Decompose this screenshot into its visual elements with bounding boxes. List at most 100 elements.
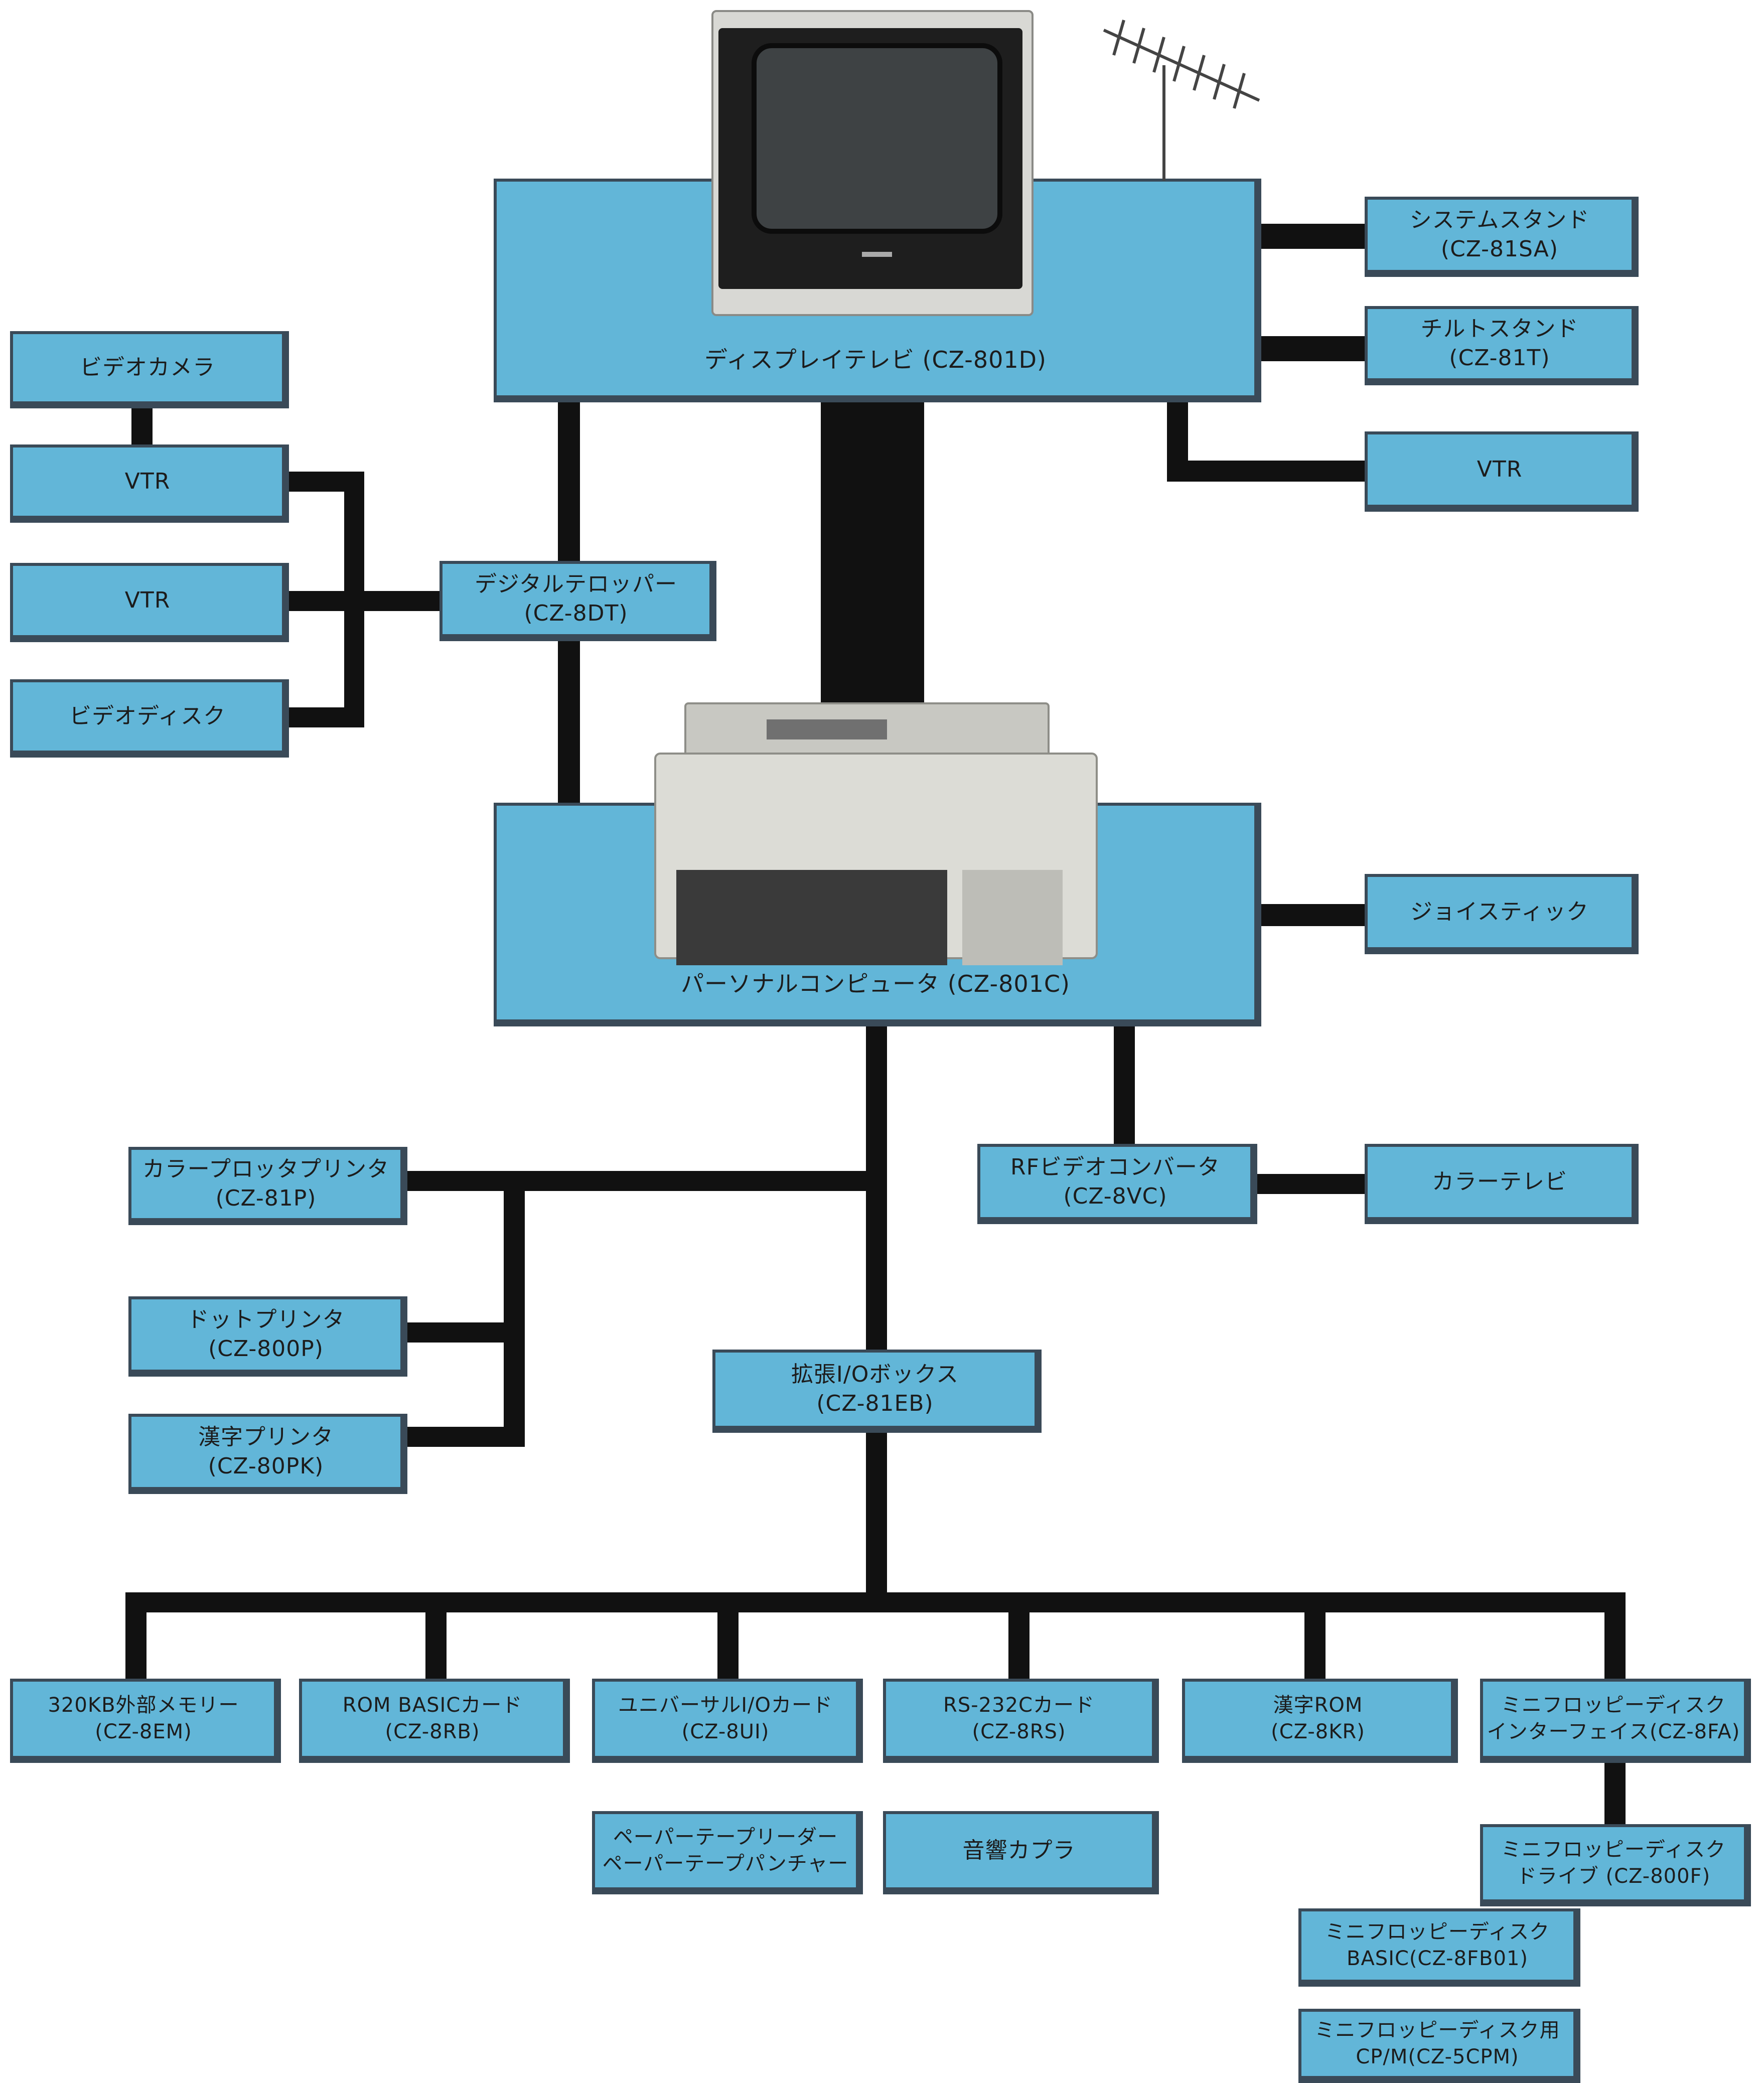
rs232c-box: RS-232Cカード (CZ-8RS) bbox=[883, 1679, 1159, 1763]
fd-cpm-name: ミニフロッピーディスク用 bbox=[1314, 2019, 1560, 2042]
universal-io-name: ユニバーサルI/Oカード bbox=[618, 1694, 833, 1717]
rom-basic-model: (CZ-8RB) bbox=[385, 1720, 480, 1743]
tilt-stand-box: チルトスタンド (CZ-81T) bbox=[1365, 306, 1639, 385]
rf-converter-name: RFビデオコンバータ bbox=[1010, 1154, 1220, 1180]
wire-drop-rs232c bbox=[1008, 1592, 1030, 1688]
digital-telopper-model: (CZ-8DT) bbox=[524, 601, 628, 626]
wire-joystick bbox=[1254, 904, 1367, 926]
dot-printer-model: (CZ-800P) bbox=[208, 1336, 324, 1362]
io-box-name: 拡張I/Oボックス bbox=[791, 1361, 959, 1387]
dot-printer-name: ドットプリンタ bbox=[187, 1306, 345, 1332]
color-tv-box: カラーテレビ bbox=[1365, 1144, 1639, 1224]
joystick-box: ジョイスティック bbox=[1365, 874, 1639, 954]
color-plotter-printer-name: カラープロッタプリンタ bbox=[142, 1156, 390, 1182]
system-stand-box: システムスタンド (CZ-81SA) bbox=[1365, 197, 1639, 277]
color-tv-label: カラーテレビ bbox=[1432, 1168, 1567, 1195]
vtr-left-1-label: VTR bbox=[124, 468, 171, 494]
dot-printer-box: ドットプリンタ (CZ-800P) bbox=[128, 1296, 407, 1377]
pc-body bbox=[654, 753, 1098, 965]
antenna-icon bbox=[1094, 10, 1264, 181]
digital-telopper-box: デジタルテロッパー (CZ-8DT) bbox=[439, 561, 716, 641]
tilt-stand-name: チルトスタンド bbox=[1420, 316, 1579, 342]
pc-keyboard bbox=[676, 870, 947, 965]
wire-drop-fd-interface bbox=[1604, 1592, 1626, 1688]
vtr-right-box: VTR bbox=[1365, 431, 1639, 512]
system-stand-name: システムスタンド bbox=[1409, 207, 1590, 233]
fd-interface-box: ミニフロッピーディスク インターフェイス(CZ-8FA) bbox=[1480, 1679, 1751, 1763]
rf-converter-box: RFビデオコンバータ (CZ-8VC) bbox=[977, 1144, 1257, 1224]
trunk-display-computer bbox=[821, 396, 924, 705]
tilt-stand-model: (CZ-81T) bbox=[1449, 345, 1550, 371]
fd-interface-name: ミニフロッピーディスク bbox=[1501, 1694, 1726, 1717]
fd-basic-model: BASIC(CZ-8FB01) bbox=[1347, 1947, 1528, 1970]
rom-basic-name: ROM BASICカード bbox=[342, 1694, 523, 1717]
vtr-left-2-box: VTR bbox=[10, 563, 289, 642]
wire-fd-interface-drive bbox=[1604, 1756, 1626, 1836]
vtr-left-2-label: VTR bbox=[124, 587, 171, 613]
kanji-rom-name: 漢字ROM bbox=[1273, 1694, 1363, 1717]
video-disc-label: ビデオディスク bbox=[69, 703, 226, 729]
wire-expansion-bus bbox=[125, 1592, 1626, 1612]
tv-brand-plate bbox=[862, 252, 892, 257]
kanji-printer-box: 漢字プリンタ (CZ-80PK) bbox=[128, 1414, 407, 1494]
kanji-printer-model: (CZ-80PK) bbox=[208, 1453, 324, 1479]
pc-cassette-slot bbox=[767, 719, 887, 739]
io-box-model: (CZ-81EB) bbox=[816, 1391, 934, 1416]
wire-dot-printer bbox=[396, 1322, 525, 1343]
system-stand-model: (CZ-81SA) bbox=[1440, 236, 1559, 262]
personal-computer-icon bbox=[654, 702, 1098, 965]
kanji-rom-box: 漢字ROM (CZ-8KR) bbox=[1182, 1679, 1458, 1763]
acoustic-coupler-box: 音響カプラ bbox=[883, 1811, 1159, 1894]
ext-memory-box: 320KB外部メモリー (CZ-8EM) bbox=[10, 1679, 281, 1763]
ext-memory-name: 320KB外部メモリー bbox=[48, 1694, 239, 1717]
color-plotter-printer-box: カラープロッタプリンタ (CZ-81P) bbox=[128, 1147, 407, 1225]
color-plotter-printer-model: (CZ-81P) bbox=[215, 1185, 317, 1211]
wire-drop-rombasic bbox=[425, 1592, 447, 1688]
wire-drop-kanji-rom bbox=[1304, 1592, 1326, 1688]
wire-printer-h bbox=[396, 1171, 887, 1191]
fd-cpm-model: CP/M(CZ-5CPM) bbox=[1356, 2045, 1519, 2068]
digital-telopper-name: デジタルテロッパー bbox=[474, 571, 678, 597]
wire-main-v2 bbox=[866, 1428, 887, 1612]
wire-kanji-printer bbox=[396, 1427, 525, 1447]
wire-rf-v bbox=[1114, 1021, 1135, 1147]
display-tv-label: ディスプレイテレビ (CZ-801D) bbox=[704, 346, 1047, 374]
video-camera-label: ビデオカメラ bbox=[80, 354, 215, 380]
rs232c-model: (CZ-8RS) bbox=[972, 1720, 1066, 1743]
fd-drive-box: ミニフロッピーディスク ドライブ (CZ-800F) bbox=[1480, 1824, 1751, 1906]
io-box-box: 拡張I/Oボックス (CZ-81EB) bbox=[712, 1350, 1042, 1433]
vtr-left-1-box: VTR bbox=[10, 444, 289, 523]
vtr-right-label: VTR bbox=[1477, 456, 1523, 482]
kanji-printer-name: 漢字プリンタ bbox=[198, 1424, 334, 1450]
pc-keypad bbox=[962, 870, 1063, 965]
universal-io-box: ユニバーサルI/Oカード (CZ-8UI) bbox=[592, 1679, 863, 1763]
rf-converter-model: (CZ-8VC) bbox=[1063, 1183, 1167, 1209]
fd-basic-name: ミニフロッピーディスク bbox=[1325, 1920, 1550, 1944]
rom-basic-box: ROM BASICカード (CZ-8RB) bbox=[299, 1679, 570, 1763]
ext-memory-model: (CZ-8EM) bbox=[95, 1720, 192, 1743]
wire-drop-universal-io bbox=[717, 1592, 739, 1688]
fd-basic-box: ミニフロッピーディスク BASIC(CZ-8FB01) bbox=[1298, 1908, 1580, 1987]
video-camera-box: ビデオカメラ bbox=[10, 331, 289, 408]
acoustic-coupler-label: 音響カプラ bbox=[962, 1837, 1076, 1863]
video-disc-box: ビデオディスク bbox=[10, 679, 289, 758]
wire-color-tv bbox=[1254, 1174, 1367, 1194]
wire-drop-memory bbox=[125, 1592, 146, 1688]
personal-computer-label: パーソナルコンピュータ (CZ-801C) bbox=[681, 970, 1070, 998]
wire-printer-v bbox=[504, 1171, 525, 1447]
paper-tape-puncher: ペーパーテープパンチャー bbox=[602, 1852, 849, 1875]
wire-tilt-stand bbox=[1254, 336, 1367, 361]
paper-tape-reader: ペーパーテープリーダー bbox=[613, 1826, 838, 1849]
rs232c-name: RS-232Cカード bbox=[943, 1694, 1095, 1717]
wire-vtr-right-h bbox=[1167, 461, 1367, 482]
kanji-rom-model: (CZ-8KR) bbox=[1271, 1720, 1365, 1743]
wire-video-bus-h bbox=[344, 591, 444, 611]
fd-drive-name: ミニフロッピーディスク bbox=[1501, 1838, 1726, 1862]
fd-interface-model: インターフェイス(CZ-8FA) bbox=[1487, 1720, 1740, 1743]
universal-io-model: (CZ-8UI) bbox=[681, 1720, 770, 1743]
paper-tape-box: ペーパーテープリーダー ペーパーテープパンチャー bbox=[592, 1811, 863, 1894]
wire-system-stand bbox=[1254, 224, 1367, 249]
fd-drive-model: ドライブ (CZ-800F) bbox=[1516, 1865, 1711, 1888]
crt-television-icon bbox=[711, 10, 1034, 316]
joystick-label: ジョイスティック bbox=[1410, 899, 1589, 925]
